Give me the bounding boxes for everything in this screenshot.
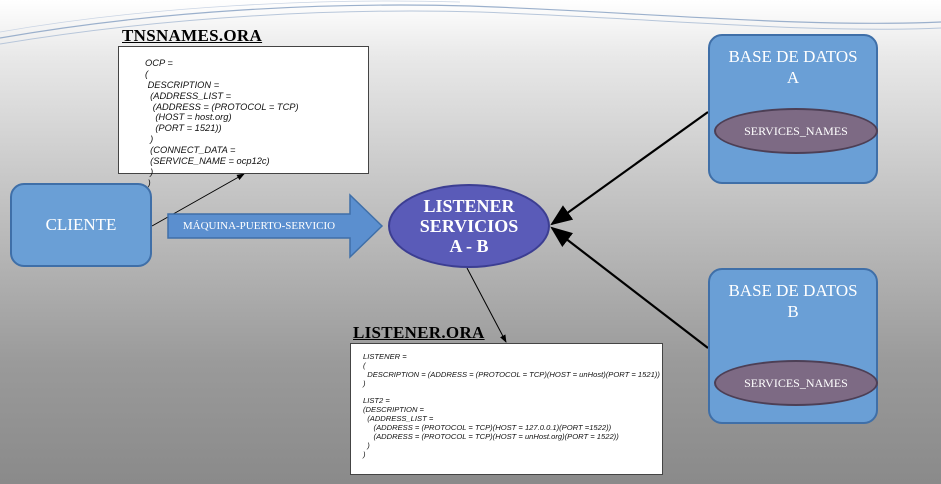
cliente-label: CLIENTE [45,215,117,234]
database-a-node: BASE DE DATOS A SERVICES_NAMES [708,34,878,184]
dba-to-listener-line [550,111,709,226]
arrow-label: MÁQUINA-PUERTO-SERVICIO [182,220,336,232]
block-arrow [167,193,384,259]
listener-to-listenerora-line [466,267,507,343]
tnsnames-code: OCP = ( DESCRIPTION = (ADDRESS_LIST = (A… [145,58,299,188]
listener-ora-codebox: LISTENER = ( DESCRIPTION = (ADDRESS = (P… [350,343,663,475]
listener-line2: SERVICIOS [419,215,519,236]
slide-decoration [0,0,941,45]
database-a-line2: A [786,68,800,88]
listener-node: LISTENER SERVICIOS A - B [388,184,550,268]
tnsnames-codebox: OCP = ( DESCRIPTION = (ADDRESS_LIST = (A… [118,46,369,188]
database-b-line1: BASE DE DATOS [728,281,858,300]
listener-ora-heading: LISTENER.ORA [353,323,485,342]
database-b-line2: B [787,302,799,322]
database-a-line1: BASE DE DATOS [728,47,858,66]
database-b-service: SERVICES_NAMES [714,360,878,406]
cliente-node: CLIENTE [10,183,152,267]
database-a-title: BASE DE DATOS A [710,46,876,89]
dbb-to-listener-line [550,226,709,349]
listener-line1: LISTENER [423,195,515,216]
database-a-service: SERVICES_NAMES [714,108,878,154]
database-b-title: BASE DE DATOS B [710,280,876,323]
tnsnames-heading: TNSNAMES.ORA [122,26,263,45]
database-b-node: BASE DE DATOS B SERVICES_NAMES [708,268,878,424]
listener-line3: A - B [449,236,489,257]
listener-ora-code: LISTENER = ( DESCRIPTION = (ADDRESS = (P… [363,352,660,459]
